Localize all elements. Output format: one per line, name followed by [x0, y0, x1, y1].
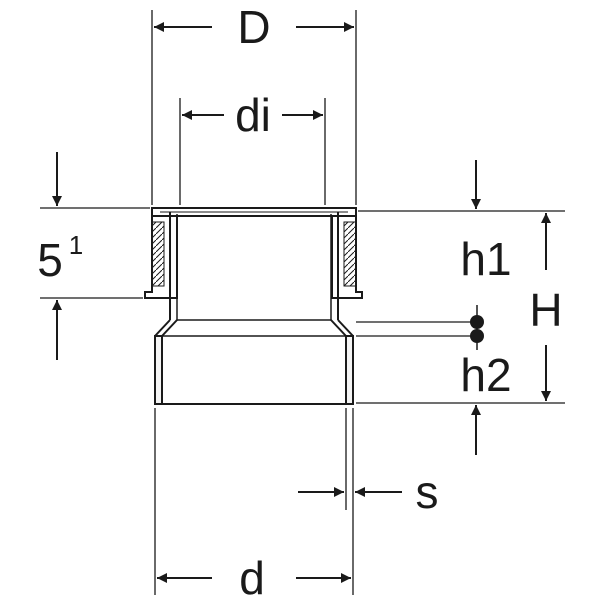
- taper: [154, 319, 354, 337]
- lower-wall-right: [345, 335, 354, 405]
- label-h2: h2: [460, 349, 511, 401]
- label-five-superscript: 1: [69, 230, 83, 260]
- split-dot-top: [470, 315, 484, 329]
- split-dot-bottom: [470, 329, 484, 343]
- h-split-markers: [470, 305, 484, 350]
- label-d: d: [239, 552, 265, 600]
- lower-wall-left: [154, 335, 163, 405]
- label-s: s: [416, 466, 439, 518]
- dimension-arrows: [52, 22, 551, 583]
- label-H: H: [529, 284, 562, 336]
- thread-right: [343, 221, 357, 287]
- label-h1: h1: [460, 233, 511, 285]
- label-five: 5: [37, 234, 63, 286]
- label-D: D: [237, 1, 270, 53]
- extension-lines: [40, 10, 565, 595]
- label-di: di: [235, 89, 271, 141]
- thread-left: [151, 221, 165, 287]
- part-body: [144, 207, 363, 405]
